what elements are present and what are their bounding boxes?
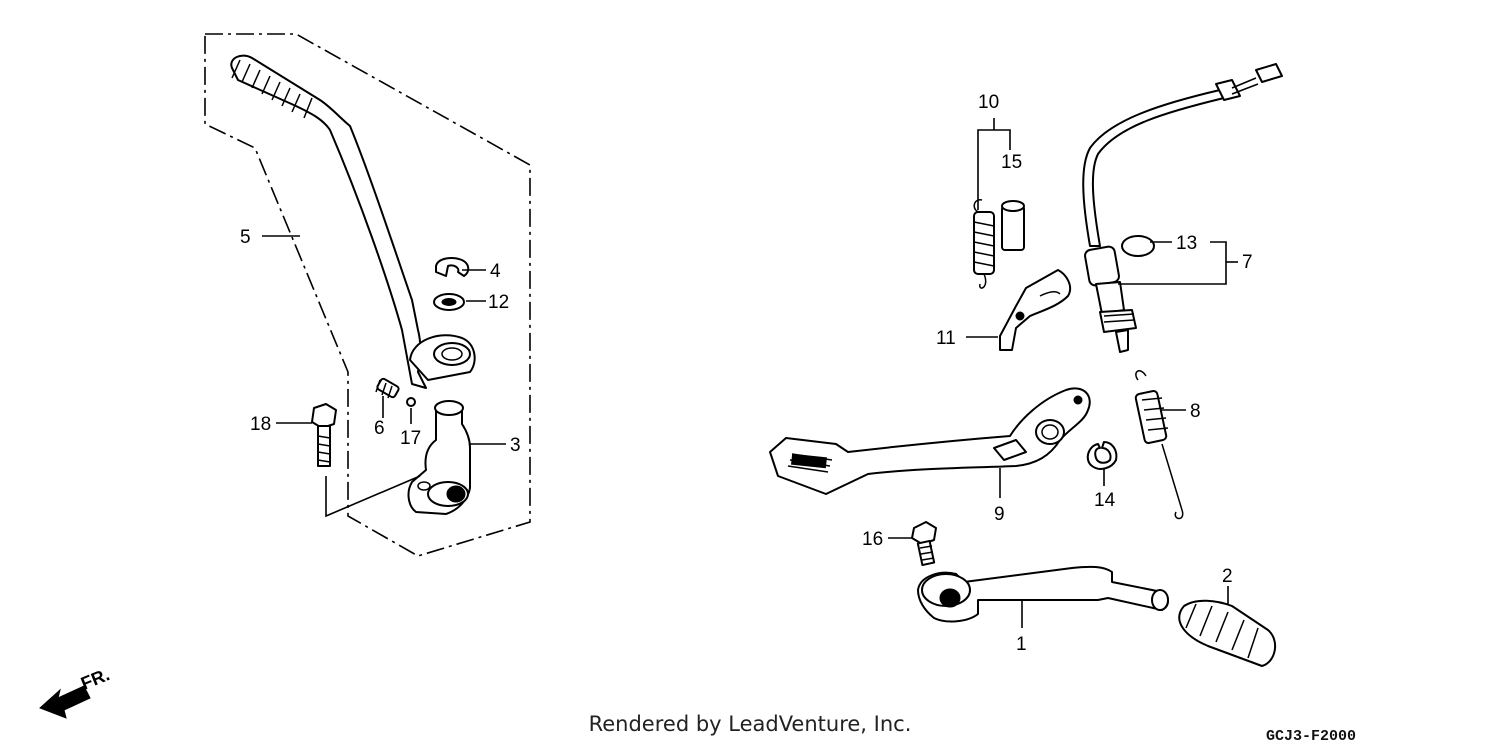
part-7-stop-switch[interactable] bbox=[1082, 63, 1283, 353]
kickstarter-boundary bbox=[204, 33, 531, 557]
callout-9: 9 bbox=[994, 504, 1005, 525]
part-9-brake-pedal[interactable] bbox=[769, 387, 1091, 495]
callout-17: 17 bbox=[400, 428, 421, 449]
callout-5: 5 bbox=[240, 227, 251, 248]
callout-8: 8 bbox=[1190, 401, 1201, 422]
callout-11: 11 bbox=[936, 328, 956, 349]
part-10-spring[interactable] bbox=[973, 199, 995, 289]
callout-1: 1 bbox=[1016, 634, 1027, 655]
part-16-bolt[interactable] bbox=[911, 521, 937, 567]
callout-12: 12 bbox=[488, 292, 509, 313]
part-18-bolt[interactable] bbox=[311, 403, 337, 467]
part-11-bracket[interactable] bbox=[999, 269, 1072, 351]
callout-7: 7 bbox=[1242, 252, 1253, 273]
part-6-spring[interactable] bbox=[375, 377, 400, 399]
callout-16: 16 bbox=[862, 529, 883, 550]
brake-pedal-tread bbox=[787, 453, 833, 473]
leader-lines bbox=[262, 118, 1238, 628]
callout-6: 6 bbox=[374, 418, 385, 439]
part-4-clip[interactable] bbox=[435, 257, 470, 277]
part-13-o-ring[interactable] bbox=[1121, 235, 1155, 257]
callout-14: 14 bbox=[1094, 490, 1116, 511]
part-14-snap-ring[interactable] bbox=[1086, 441, 1118, 470]
front-direction-arrow-icon: FR. bbox=[39, 664, 112, 719]
callout-13: 13 bbox=[1176, 233, 1197, 254]
kick-starter-arm[interactable] bbox=[230, 54, 476, 389]
part-1-gearshift-pedal[interactable] bbox=[917, 565, 1169, 623]
part-17-ball[interactable] bbox=[406, 397, 416, 407]
callout-3: 3 bbox=[510, 435, 521, 456]
part-15-collar[interactable] bbox=[1001, 200, 1025, 251]
part-3-kick-spindle[interactable] bbox=[407, 400, 471, 515]
callout-10: 10 bbox=[978, 92, 999, 113]
render-credit: Rendered by LeadVenture, Inc. bbox=[588, 712, 912, 736]
callout-18: 18 bbox=[250, 414, 271, 435]
diagram-code: GCJ3-F2000 bbox=[1266, 728, 1357, 745]
callout-4: 4 bbox=[490, 261, 501, 282]
kick-arm-grip-ribs bbox=[231, 59, 313, 119]
part-2-pedal-rubber[interactable] bbox=[1178, 599, 1277, 667]
callout-15: 15 bbox=[1001, 152, 1022, 173]
part-8-spring[interactable] bbox=[1134, 370, 1184, 520]
callout-2: 2 bbox=[1222, 566, 1233, 587]
front-direction-label: FR. bbox=[78, 664, 112, 693]
part-12-washer[interactable] bbox=[433, 293, 465, 311]
